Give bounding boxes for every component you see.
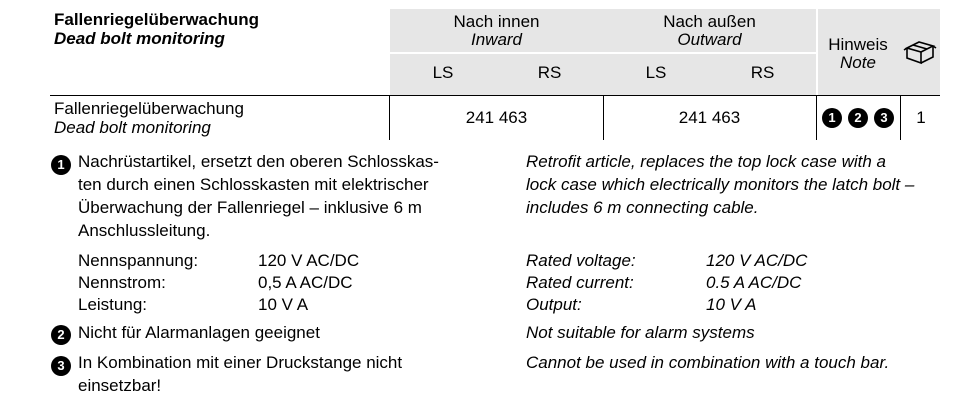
row-outward-value: 241 463 [678, 108, 741, 127]
inward-rs-header: RS [537, 63, 562, 82]
row-inward-value: 241 463 [465, 108, 528, 127]
row-note-badge-1: 1 [822, 108, 842, 128]
note-1-de-line-1: Nachrüstartikel, ersetzt den oberen Schl… [78, 152, 439, 171]
note-3-de-line-2: einsetzbar! [78, 376, 162, 395]
note-1-en-line-3: includes 6 m connecting cable. [526, 198, 759, 217]
spec-de-value-output: 10 V A [258, 295, 309, 314]
header-divider-white [390, 52, 817, 54]
inward-header-de: Nach innen [453, 12, 540, 31]
row-quantity: 1 [916, 108, 926, 127]
note-1-en-line-2: lock case which electrically monitors th… [526, 175, 915, 194]
header-divider-white-vert [816, 9, 818, 95]
table-title-de: Fallenriegelüberwachung [54, 10, 259, 29]
note-1-badge: 1 [51, 155, 71, 175]
note-2-de: Nicht für Alarmanlagen geeignet [78, 323, 320, 342]
outward-ls-header: LS [645, 63, 667, 82]
row-divider-1 [389, 95, 390, 140]
spec-de-label-output: Leistung: [78, 295, 147, 314]
row-divider-2 [603, 95, 604, 140]
spec-de-label-current: Nennstrom: [78, 273, 166, 292]
inward-header-en: Inward [470, 30, 523, 49]
table-title-en: Dead bolt monitoring [54, 29, 225, 48]
inward-ls-header: LS [432, 63, 454, 82]
note-3-badge: 3 [51, 356, 71, 376]
package-box-icon [903, 38, 937, 66]
spec-en-label-current: Rated current: [526, 273, 634, 292]
note-1-de-line-4: Anschlussleitung. [78, 221, 211, 240]
row-label-en: Dead bolt monitoring [54, 118, 211, 137]
spec-de-label-voltage: Nennspannung: [78, 251, 199, 270]
spec-de-value-current: 0,5 A AC/DC [258, 273, 353, 292]
note-1-de-line-2: ten durch einen Schlosskasten mit elektr… [78, 175, 429, 194]
spec-en-label-voltage: Rated voltage: [526, 251, 636, 270]
header-bottom-rule [50, 95, 940, 96]
note-3-en: Cannot be used in combination with a tou… [526, 353, 890, 372]
row-note-badge-2: 2 [848, 108, 868, 128]
outward-rs-header: RS [750, 63, 775, 82]
note-2-badge: 2 [51, 325, 71, 345]
spec-de-value-voltage: 120 V AC/DC [258, 251, 360, 270]
row-note-badge-3: 3 [874, 108, 894, 128]
note-header-en: Note [840, 53, 876, 72]
spec-en-value-current: 0.5 A AC/DC [706, 273, 802, 292]
note-1-en-line-1: Retrofit article, replaces the top lock … [526, 152, 886, 171]
spec-en-value-voltage: 120 V AC/DC [706, 251, 808, 270]
note-2-en: Not suitable for alarm systems [526, 323, 755, 342]
row-divider-3 [816, 95, 817, 140]
spec-en-value-output: 10 V A [706, 295, 757, 314]
row-label-de: Fallenriegelüberwachung [54, 99, 244, 118]
note-1-de-line-3: Überwachung der Fallenriegel – inklusive… [78, 198, 422, 217]
outward-header-de: Nach außen [663, 12, 756, 31]
outward-header-en: Outward [677, 30, 742, 49]
note-3-de-line-1: In Kombination mit einer Druckstange nic… [78, 353, 403, 372]
note-header-de: Hinweis [828, 35, 888, 54]
spec-en-label-output: Output: [526, 295, 582, 314]
row-divider-4 [900, 95, 901, 140]
